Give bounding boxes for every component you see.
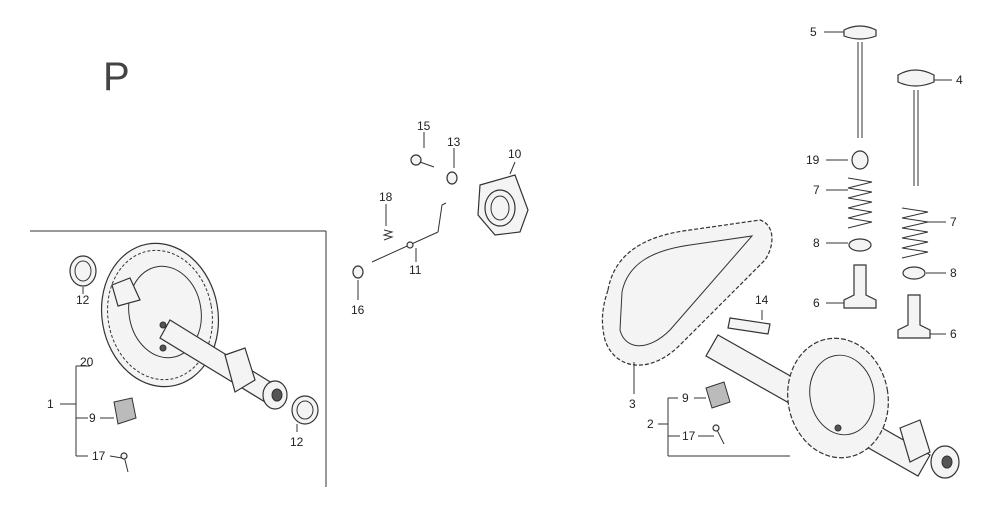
callout-9-b: 9 xyxy=(682,391,689,405)
key xyxy=(727,317,771,335)
middle-callout-lines xyxy=(357,132,516,300)
callout-1: 1 xyxy=(47,397,54,411)
bearing-holder xyxy=(477,174,529,236)
callout-19: 19 xyxy=(806,153,820,167)
callout-3: 3 xyxy=(629,397,636,411)
callout-8-a: 8 xyxy=(813,236,820,250)
callout-14: 14 xyxy=(755,293,769,307)
callout-5: 5 xyxy=(810,25,817,39)
callout-17-b: 17 xyxy=(682,429,696,443)
callout-8-b: 8 xyxy=(950,266,957,280)
callout-13: 13 xyxy=(447,135,461,149)
left-callout-lines xyxy=(60,287,298,459)
callout-16: 16 xyxy=(351,303,365,317)
washer xyxy=(352,171,458,279)
pin-right xyxy=(712,424,725,445)
camshaft xyxy=(111,277,288,410)
callout-20: 20 xyxy=(80,355,94,369)
stem-seal xyxy=(851,150,869,170)
weight xyxy=(113,397,137,425)
callout-4: 4 xyxy=(956,73,963,87)
callout-6-b: 6 xyxy=(950,327,957,341)
exhaust-valve xyxy=(897,69,935,186)
decompressor-lever xyxy=(371,202,447,263)
callout-12-b: 12 xyxy=(290,435,304,449)
callout-18: 18 xyxy=(379,190,393,204)
right-callout-lines xyxy=(633,31,952,457)
sprocket-shaft xyxy=(705,334,960,479)
valve-spring xyxy=(847,177,929,259)
pin xyxy=(120,452,129,473)
callout-10: 10 xyxy=(508,147,522,161)
callout-15: 15 xyxy=(417,119,431,133)
oil-seal xyxy=(69,255,319,425)
callout-6-a: 6 xyxy=(813,296,820,310)
weight-right xyxy=(705,381,731,409)
intake-valve xyxy=(843,25,877,138)
callout-17-a: 17 xyxy=(92,449,106,463)
retainer xyxy=(848,238,926,280)
callout-12-a: 12 xyxy=(76,293,90,307)
callout-7-b: 7 xyxy=(950,215,957,229)
section-letter: P xyxy=(103,55,130,99)
frame-lines xyxy=(30,230,327,487)
callout-9-a: 9 xyxy=(89,411,96,425)
callout-7-a: 7 xyxy=(813,183,820,197)
callout-11: 11 xyxy=(409,263,422,277)
tappet xyxy=(843,264,931,339)
timing-chain xyxy=(601,219,773,366)
spring xyxy=(382,229,394,241)
callout-2: 2 xyxy=(647,417,654,431)
camshaft-gear xyxy=(100,242,220,388)
bolt xyxy=(410,154,435,168)
